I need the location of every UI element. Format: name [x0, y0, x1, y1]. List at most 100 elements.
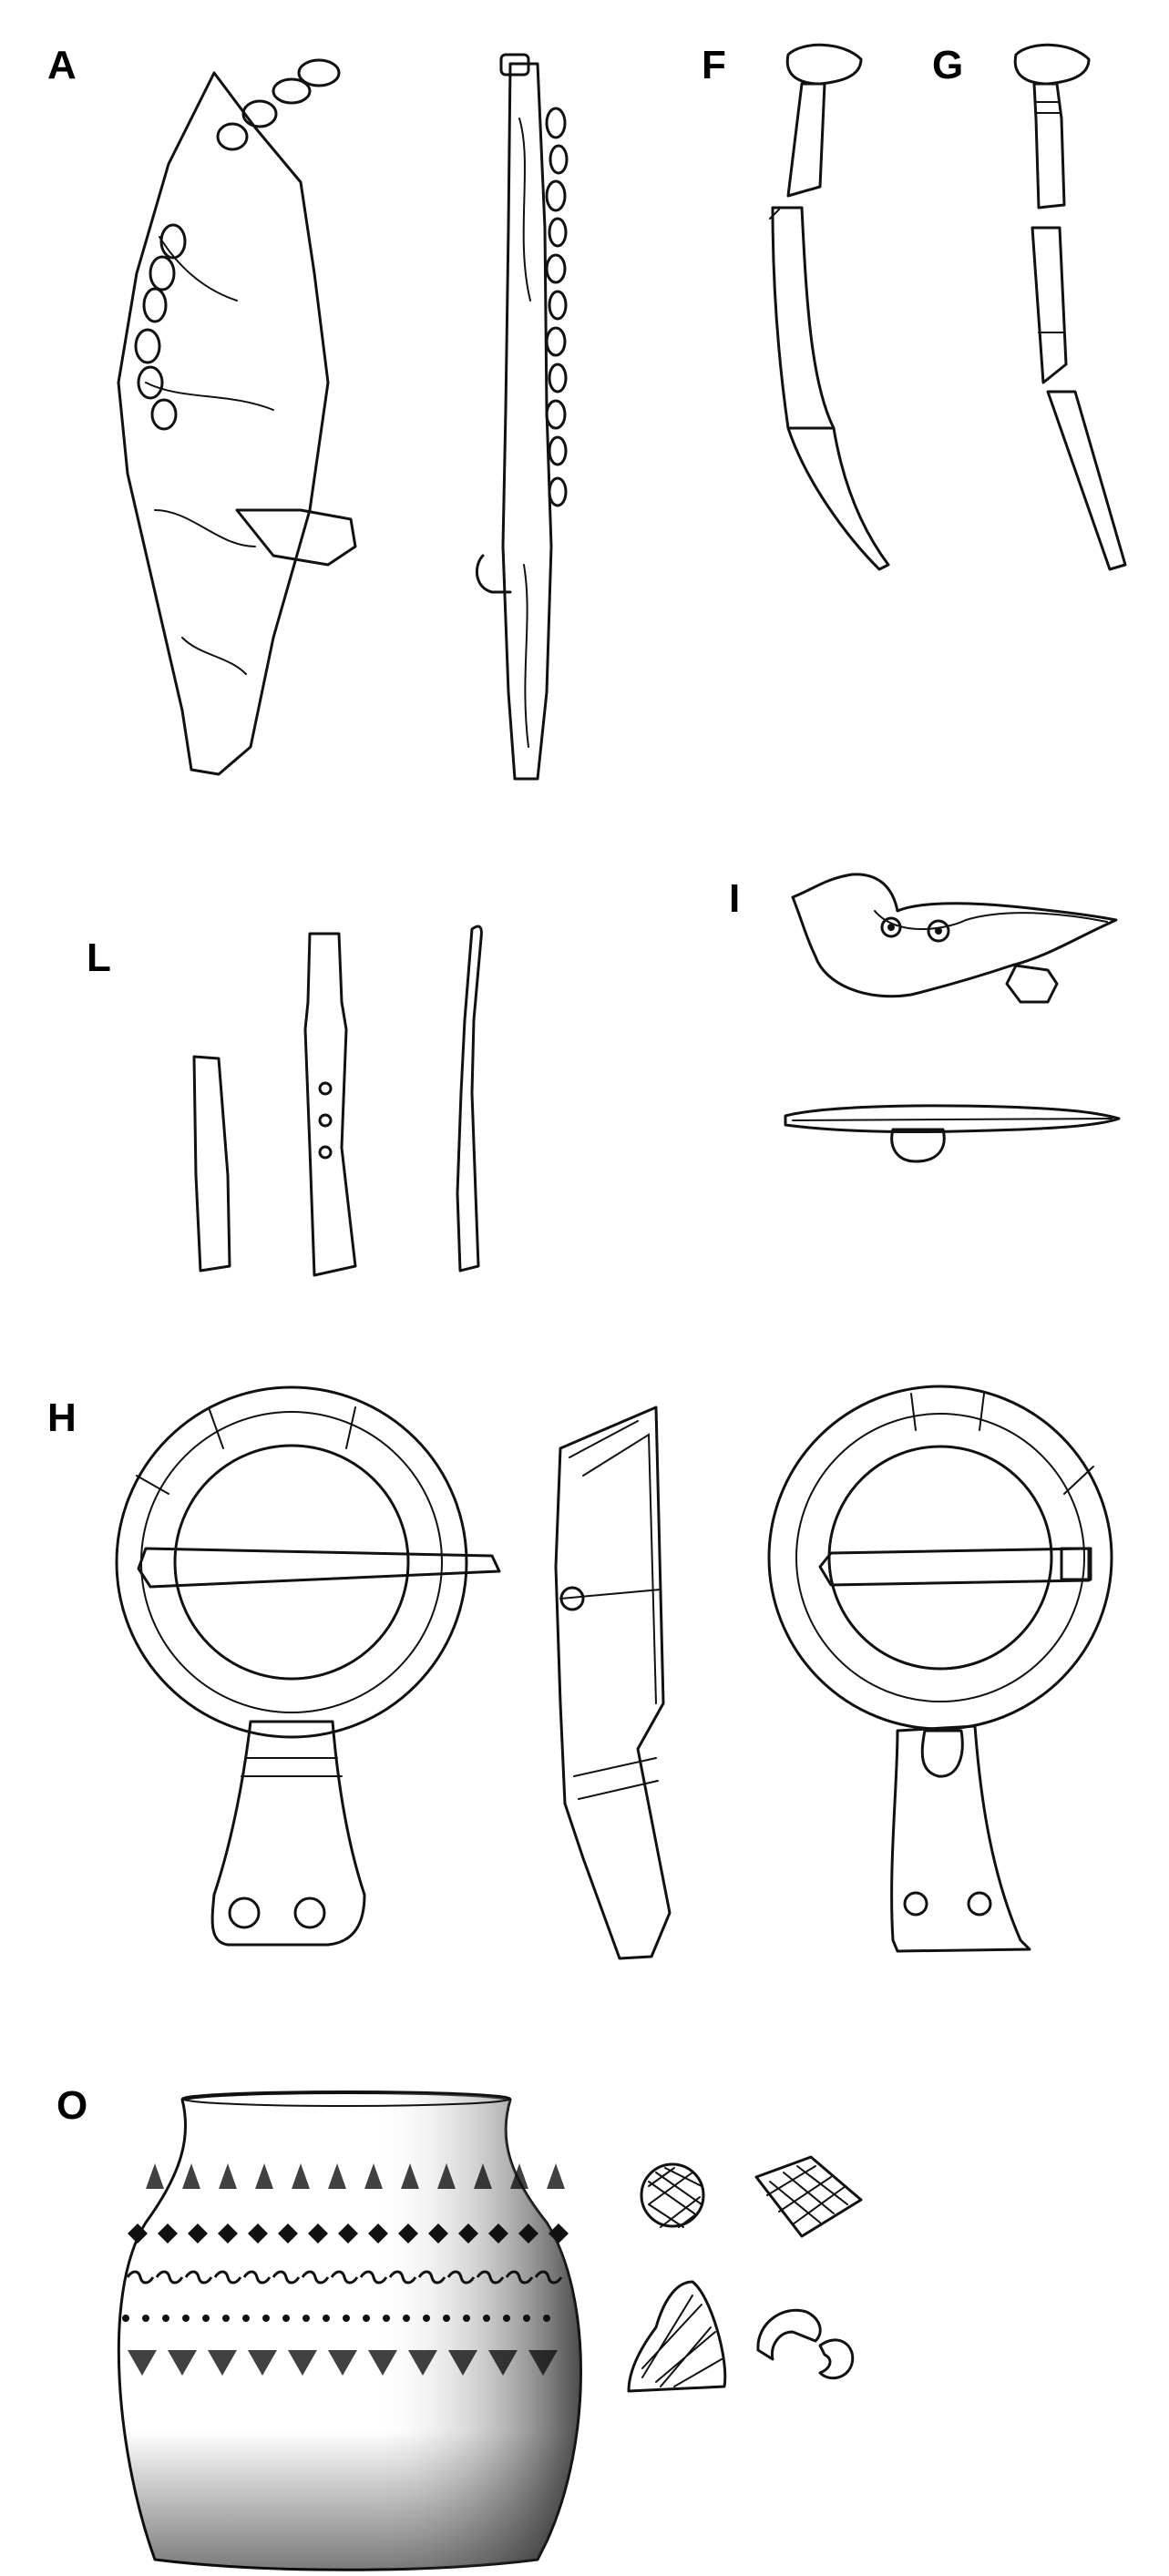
bird-brooch-side	[784, 1104, 1121, 1163]
pot-s-scroll	[388, 2270, 417, 2285]
stamp-s-scroll	[756, 2308, 855, 2380]
pot-diamond	[549, 2223, 569, 2244]
pot-dot	[142, 2315, 149, 2322]
pot-dot	[222, 2315, 230, 2322]
pot-s-scroll	[476, 2270, 505, 2285]
pot-s-scroll	[417, 2270, 446, 2285]
pot-s-scroll	[534, 2270, 563, 2285]
pot-diamond	[518, 2223, 538, 2244]
pot-triangle-large	[448, 2350, 477, 2376]
pot-triangle-small	[401, 2163, 419, 2189]
pot-dot	[182, 2315, 190, 2322]
bird-brooch-top	[791, 873, 1118, 1004]
pot-triangle-small	[255, 2163, 273, 2189]
brooch-profile	[554, 1406, 672, 1960]
pot-triangle-large	[328, 2350, 357, 2376]
label-o: O	[56, 2083, 88, 2128]
pot-diamond	[218, 2223, 238, 2244]
fragments-l	[192, 925, 483, 1277]
pot-s-scroll	[330, 2270, 359, 2285]
brooch-back	[767, 1385, 1113, 1953]
label-f: F	[702, 43, 726, 87]
pot-s-scroll	[505, 2270, 534, 2285]
pin-g	[1013, 43, 1127, 571]
pot-triangle-large	[368, 2350, 397, 2376]
pot-dot	[122, 2315, 129, 2322]
pot-s-scroll	[184, 2270, 213, 2285]
pot-dot	[523, 2315, 530, 2322]
pot-triangle-large	[408, 2350, 437, 2376]
pot-dot	[363, 2315, 370, 2322]
label-i: I	[729, 876, 741, 921]
pot-s-scroll	[301, 2270, 330, 2285]
pot-diamond	[338, 2223, 358, 2244]
pot-triangle-small	[146, 2163, 164, 2189]
label-a: A	[47, 43, 77, 87]
pot-triangle-small	[437, 2163, 456, 2189]
pot-s-scroll	[126, 2270, 155, 2285]
pot-triangle-large	[528, 2350, 558, 2376]
decorated-pot	[117, 2090, 582, 2571]
pot-triangle-small	[364, 2163, 383, 2189]
pot-diamond	[398, 2223, 418, 2244]
label-g: G	[932, 43, 964, 87]
pot-dot	[383, 2315, 390, 2322]
pot-dot	[282, 2315, 290, 2322]
pot-diamond	[308, 2223, 328, 2244]
pot-dot	[343, 2315, 350, 2322]
spearhead-front	[117, 58, 357, 776]
pot-diamond	[188, 2223, 208, 2244]
pot-diamond	[428, 2223, 448, 2244]
pot-triangle-large	[288, 2350, 317, 2376]
pot-diamond	[158, 2223, 178, 2244]
pot-triangle-large	[248, 2350, 277, 2376]
pot-triangle-small	[510, 2163, 528, 2189]
pot-triangle-small	[547, 2163, 565, 2189]
pot-triangle-small	[292, 2163, 310, 2189]
spearhead-side-chain	[545, 107, 569, 507]
pot-s-scroll	[272, 2270, 301, 2285]
pot-s-scroll	[242, 2270, 272, 2285]
pot-diamond	[488, 2223, 508, 2244]
stamp-triangle	[627, 2280, 727, 2393]
label-l: L	[87, 935, 111, 980]
label-h: H	[47, 1395, 77, 1440]
pin-f	[769, 43, 890, 571]
pot-dot	[423, 2315, 430, 2322]
brooch-front	[115, 1385, 501, 1947]
pot-s-scroll	[446, 2270, 476, 2285]
pot-triangle-large	[488, 2350, 518, 2376]
stamp-details	[627, 2155, 863, 2393]
stamp-circle-grid	[640, 2162, 705, 2228]
pot-decoration	[122, 2163, 569, 2376]
pot-triangle-small	[474, 2163, 492, 2189]
pot-dot	[262, 2315, 270, 2322]
pot-dot	[543, 2315, 550, 2322]
pot-diamond	[278, 2223, 298, 2244]
pot-triangle-small	[328, 2163, 346, 2189]
pot-s-scroll	[359, 2270, 388, 2285]
pot-dot	[303, 2315, 310, 2322]
pot-triangle-large	[128, 2350, 157, 2376]
pot-dot	[162, 2315, 169, 2322]
pot-diamond	[248, 2223, 268, 2244]
pot-triangle-large	[208, 2350, 237, 2376]
pot-dot	[323, 2315, 330, 2322]
pot-diamond	[128, 2223, 148, 2244]
pot-s-scroll	[155, 2270, 184, 2285]
pot-dot	[242, 2315, 250, 2322]
pot-diamond	[368, 2223, 388, 2244]
spearhead-chain	[134, 58, 341, 431]
pot-triangle-small	[182, 2163, 200, 2189]
pot-diamond	[458, 2223, 478, 2244]
pot-dot	[403, 2315, 410, 2322]
pot-dot	[202, 2315, 210, 2322]
pot-s-scroll	[213, 2270, 242, 2285]
pot-triangle-small	[219, 2163, 237, 2189]
pot-dot	[483, 2315, 490, 2322]
pot-dot	[463, 2315, 470, 2322]
spearhead-side	[475, 53, 569, 781]
pot-triangle-large	[168, 2350, 197, 2376]
stamp-diamond-grid	[754, 2155, 863, 2238]
